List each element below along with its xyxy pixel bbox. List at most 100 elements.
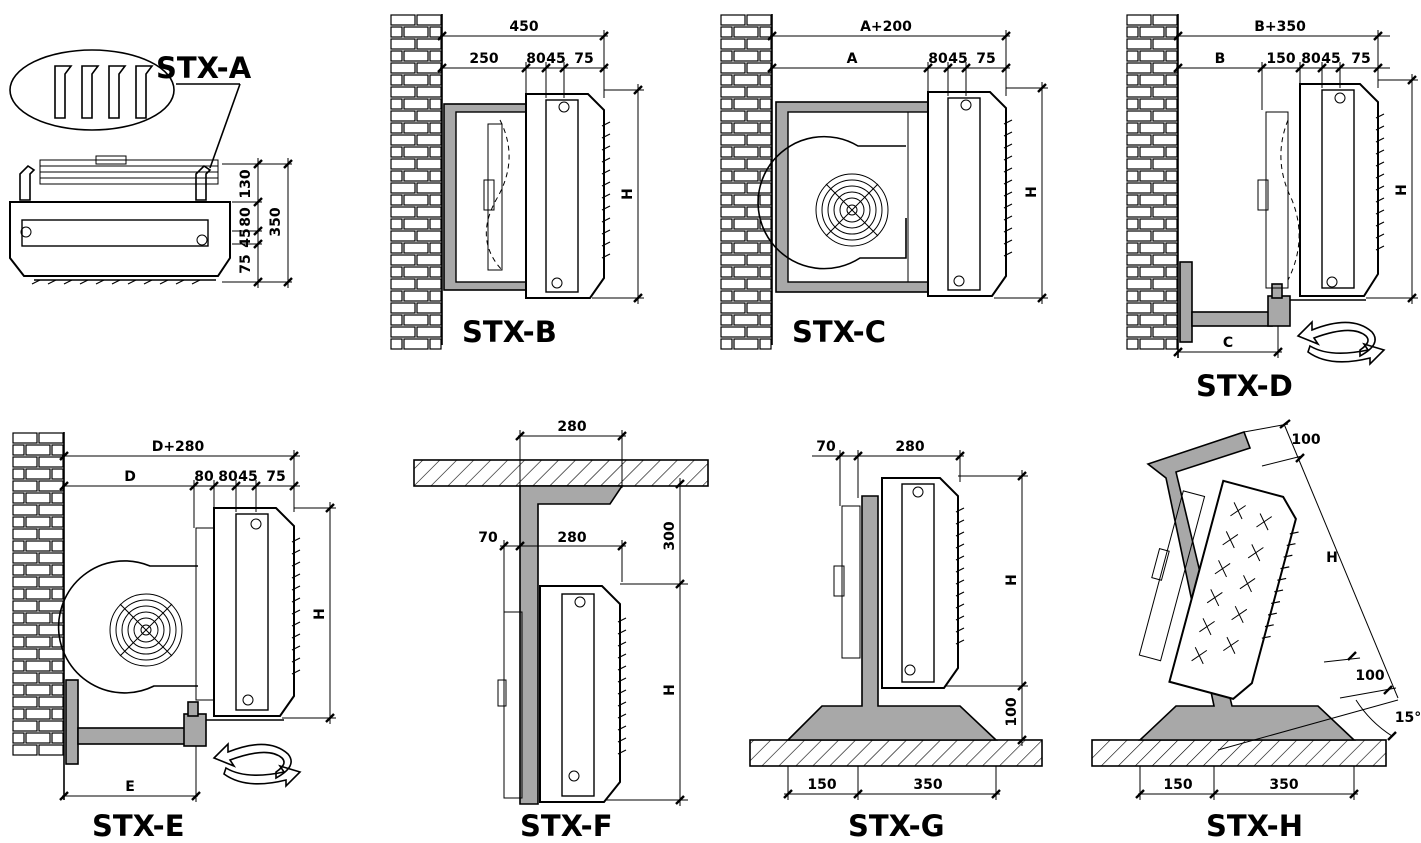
- brick: [1152, 302, 1178, 314]
- brick: [720, 194, 733, 206]
- brick: [25, 444, 51, 456]
- stx-g-dim-base1: 150: [807, 777, 836, 793]
- stx-f-label: STX-F: [520, 809, 613, 843]
- brick: [390, 62, 416, 74]
- brick: [38, 480, 64, 492]
- brick: [720, 146, 733, 158]
- brick: [12, 648, 38, 660]
- stx-h-drawing: 100 H 100 15° 150 350 STX-H: [1091, 419, 1421, 843]
- brick: [403, 26, 429, 38]
- brick: [1126, 254, 1152, 266]
- stx-c-drawing: A+200 A 80 45 75 H STX-C: [720, 14, 1048, 350]
- brick: [746, 38, 772, 50]
- brick: [733, 74, 759, 86]
- brick: [1126, 122, 1139, 134]
- brick: [51, 564, 64, 576]
- stx-c-dim-depth: A: [847, 51, 858, 67]
- brick: [759, 290, 772, 302]
- stx-g-drawing: 70 280 H 100 150 350 STX-G: [749, 439, 1043, 843]
- brick: [1126, 194, 1139, 206]
- stx-h-dim-top: 100: [1291, 432, 1320, 448]
- brick: [720, 182, 746, 194]
- brick: [390, 158, 416, 170]
- brick: [12, 564, 25, 576]
- brick: [416, 278, 442, 290]
- stx-d-rotation-arrow: [1296, 320, 1376, 358]
- stx-e-brick-wall: [12, 432, 64, 756]
- brick: [720, 26, 733, 38]
- stx-d-dim-h: H: [1394, 184, 1410, 196]
- stx-e-label: STX-E: [92, 809, 185, 843]
- stx-d-dim-150: 150: [1266, 51, 1295, 67]
- brick: [390, 86, 416, 98]
- brick: [390, 338, 403, 350]
- brick: [12, 492, 25, 504]
- stx-d-dim-depth: B: [1215, 51, 1226, 67]
- brick: [746, 230, 772, 242]
- stx-e-dim-45: 45: [238, 469, 257, 485]
- stx-f-dim-70: 70: [478, 530, 498, 546]
- brick: [416, 230, 442, 242]
- brick: [390, 98, 403, 110]
- brick: [38, 576, 64, 588]
- brick: [51, 732, 64, 744]
- brick: [1139, 290, 1165, 302]
- brick: [1165, 266, 1178, 278]
- stx-c-brick-wall: [720, 14, 772, 350]
- brick: [12, 696, 38, 708]
- brick: [1139, 122, 1165, 134]
- stx-h-floor-stand: [1137, 430, 1357, 741]
- brick: [733, 266, 759, 278]
- brick: [1139, 98, 1165, 110]
- brick: [416, 326, 442, 338]
- brick: [733, 122, 759, 134]
- stx-e-dim-75: 75: [266, 469, 285, 485]
- brick: [38, 432, 64, 444]
- brick: [12, 456, 38, 468]
- stx-g-dim-top: 280: [895, 439, 924, 455]
- brick: [429, 314, 442, 326]
- brick: [25, 516, 51, 528]
- brick: [1152, 134, 1178, 146]
- brick: [759, 242, 772, 254]
- stx-h-dim-base1: 150: [1163, 777, 1192, 793]
- brick: [1126, 290, 1139, 302]
- brick: [1139, 338, 1165, 350]
- stx-a-label: STX-A: [156, 51, 252, 85]
- brick: [429, 122, 442, 134]
- stx-c-fan-grille: [815, 173, 889, 247]
- brick: [733, 98, 759, 110]
- brick: [1139, 314, 1165, 326]
- stx-f-dim-top: 280: [557, 419, 586, 435]
- brick: [51, 588, 64, 600]
- brick: [1165, 338, 1178, 350]
- brick: [416, 110, 442, 122]
- brick: [12, 732, 25, 744]
- brick: [416, 206, 442, 218]
- brick: [720, 110, 746, 122]
- brick: [403, 338, 429, 350]
- brick: [390, 314, 403, 326]
- brick: [390, 254, 416, 266]
- brick: [1165, 290, 1178, 302]
- brick: [1126, 134, 1152, 146]
- brick: [1126, 62, 1152, 74]
- brick: [759, 146, 772, 158]
- brick: [12, 744, 38, 756]
- stx-b-brick-wall: [390, 14, 442, 350]
- brick: [759, 50, 772, 62]
- brick: [38, 648, 64, 660]
- brick: [12, 720, 38, 732]
- brick: [51, 684, 64, 696]
- brick: [733, 338, 759, 350]
- brick: [1152, 230, 1178, 242]
- brick: [759, 122, 772, 134]
- brick: [733, 218, 759, 230]
- stx-b-drawing: 450 250 80 45 75 H STX-B: [390, 14, 644, 350]
- brick: [1165, 170, 1178, 182]
- brick: [429, 218, 442, 230]
- brick: [1126, 86, 1152, 98]
- stx-f-ceiling: [413, 459, 709, 487]
- brick: [416, 158, 442, 170]
